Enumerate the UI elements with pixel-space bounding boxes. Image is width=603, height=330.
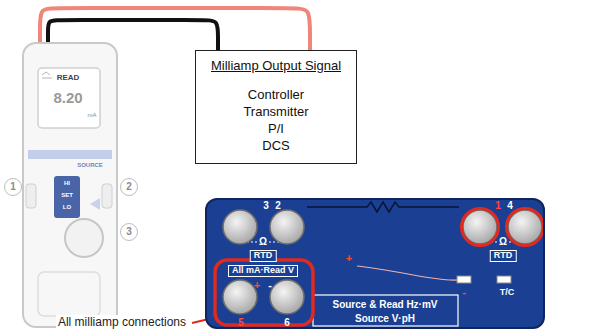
range-buttons xyxy=(54,176,80,218)
terminal-text: 5 xyxy=(238,317,244,328)
highlight-ring xyxy=(507,209,544,246)
terminal-text: 3 xyxy=(263,200,269,211)
brand-band xyxy=(28,150,112,159)
resistor-symbol xyxy=(307,202,459,212)
terminal-text: - xyxy=(462,286,466,298)
terminal-text: LO xyxy=(63,204,71,211)
calibrator-device: READ 8.20 mA SOURCE HI SET LO xyxy=(22,42,118,328)
terminal-text: 4 xyxy=(507,200,513,211)
terminal-text: SET xyxy=(61,192,73,199)
terminal-text: RTD xyxy=(250,250,277,262)
box-body: Controller Transmitter P/I DCS xyxy=(202,87,350,155)
terminal-text: READ xyxy=(57,74,80,83)
box-heading: Milliamp Output Signal xyxy=(202,58,350,75)
terminal-text: Source & Read Hz·mV xyxy=(332,299,437,310)
terminal-text: Ω xyxy=(259,236,267,247)
terminal-text: 2 xyxy=(275,200,281,211)
display-window xyxy=(38,68,100,128)
tc-contact xyxy=(457,276,471,283)
callout-text: All milliamp connections xyxy=(56,315,188,329)
terminal-text: 1 xyxy=(495,200,501,211)
terminal-text: RTD xyxy=(490,250,517,262)
side-button xyxy=(102,184,112,208)
source-box-outline xyxy=(313,295,458,326)
highlight-ring xyxy=(462,209,499,246)
banana-jack xyxy=(270,210,304,244)
tc-line xyxy=(357,266,457,280)
terminal-text: All mA·Read V xyxy=(228,265,298,277)
callout-number: 1 xyxy=(4,178,22,196)
banana-jack xyxy=(223,210,257,244)
terminal-text: SOURCE xyxy=(77,162,103,169)
terminal-panel: 3214ΩRTDΩRTDAll mA·Read V+-+-T/C56Source… xyxy=(205,198,545,329)
side-button xyxy=(26,184,36,208)
terminal-text: T/C xyxy=(500,288,515,298)
device-illustration xyxy=(24,44,116,326)
terminal-text: - xyxy=(268,279,272,291)
callout-number: 3 xyxy=(120,223,138,241)
callout-number: 2 xyxy=(120,178,138,196)
lower-housing xyxy=(38,272,100,316)
signal-source-box: Milliamp Output SignalController Transmi… xyxy=(195,50,357,164)
display-icon xyxy=(42,72,52,78)
source-arrow xyxy=(90,198,100,210)
terminal-text: + xyxy=(346,252,352,264)
banana-jack xyxy=(223,280,257,314)
terminal-text: Ω xyxy=(499,236,507,247)
banana-jack xyxy=(463,210,497,244)
terminal-text: HI xyxy=(64,180,70,187)
banana-jack xyxy=(270,280,304,314)
terminal-text: + xyxy=(254,279,260,291)
highlight-box xyxy=(215,260,313,325)
banana-jack xyxy=(508,210,542,244)
terminal-text: 6 xyxy=(284,317,290,328)
terminal-text: mA xyxy=(88,112,97,119)
terminal-text: Source V·pH xyxy=(355,313,415,324)
terminal-text: 8.20 xyxy=(53,90,82,107)
adjust-knob xyxy=(65,219,103,257)
tc-contact xyxy=(497,276,511,283)
